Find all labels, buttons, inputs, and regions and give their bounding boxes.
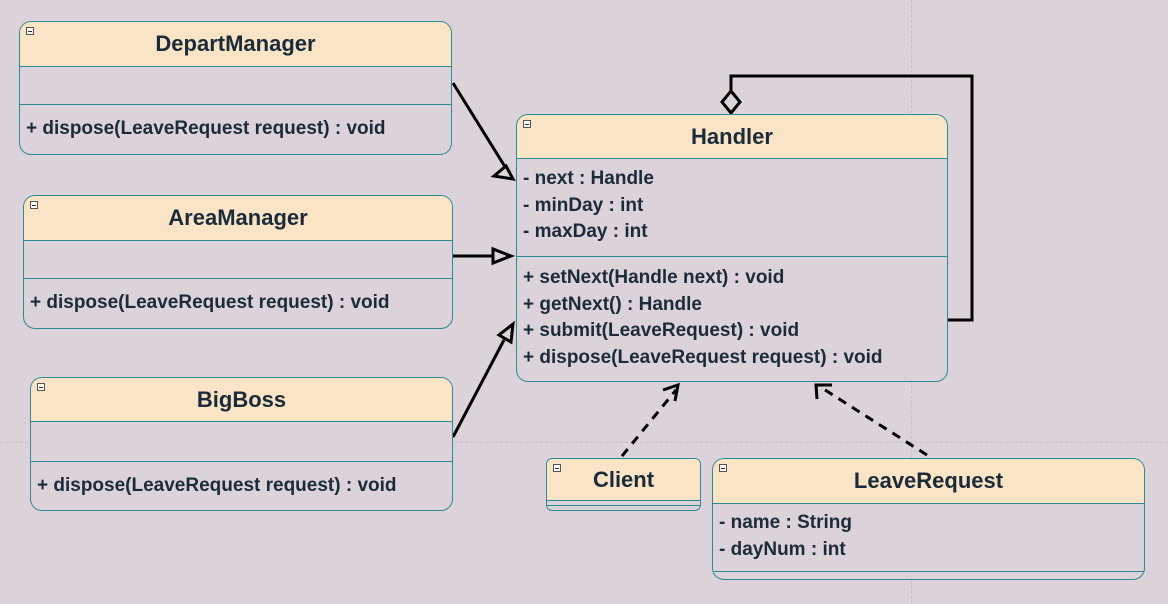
attributes-compartment: - next : Handle - minDay : int - maxDay … — [517, 159, 947, 257]
attribute-line: - name : String — [719, 512, 853, 533]
edge-client-handler-dependency[interactable] — [620, 389, 678, 457]
dependency-arrowhead — [814, 383, 832, 400]
class-box-leaverequest[interactable]: LeaveRequest - name : String - dayNum : … — [712, 458, 1145, 580]
methods-compartment: + dispose(LeaveRequest request) : void — [20, 105, 451, 143]
class-box-areamanager[interactable]: AreaManager + dispose(LeaveRequest reque… — [23, 195, 453, 329]
attributes-compartment — [31, 422, 452, 462]
attributes-compartment — [24, 241, 452, 279]
attribute-line: - dayNum : int — [719, 538, 846, 560]
attributes-compartment — [20, 67, 451, 105]
methods-compartment: + dispose(LeaveRequest request) : void — [24, 279, 452, 317]
collapse-toggle-icon[interactable] — [37, 383, 45, 391]
generalization-arrowhead — [491, 246, 516, 266]
class-name: AreaManager — [24, 196, 452, 241]
class-name: Handler — [517, 115, 947, 159]
method-line: + dispose(LeaveRequest request) : void — [30, 292, 390, 313]
method-line: + dispose(LeaveRequest request) : void — [37, 475, 397, 496]
class-box-bigboss[interactable]: BigBoss + dispose(LeaveRequest request) … — [30, 377, 453, 511]
attribute-line: - maxDay : int — [523, 221, 648, 242]
class-name: BigBoss — [31, 378, 452, 422]
edge-handler-self-aggregation[interactable] — [729, 74, 974, 322]
collapse-toggle-icon[interactable] — [719, 464, 727, 472]
class-box-departmanager[interactable]: DepartManager + dispose(LeaveRequest req… — [19, 21, 452, 155]
attribute-line: - next : Handle — [523, 168, 654, 189]
class-name: LeaveRequest — [713, 459, 1144, 504]
edge-leaverequest-handler-dependency[interactable] — [821, 386, 928, 457]
method-line: + getNext() : Handle — [523, 293, 702, 315]
attribute-line: - minDay : int — [523, 194, 644, 216]
collapse-toggle-icon[interactable] — [523, 120, 531, 128]
collapse-toggle-icon[interactable] — [553, 464, 561, 472]
class-box-handler[interactable]: Handler - next : Handle - minDay : int -… — [516, 114, 948, 382]
methods-compartment: + setNext(Handle next) : void + getNext(… — [517, 257, 947, 371]
method-line: + dispose(LeaveRequest request) : void — [26, 118, 386, 139]
method-line: + setNext(Handle next) : void — [523, 267, 785, 288]
method-line: + submit(LeaveRequest) : void — [523, 320, 800, 341]
collapse-toggle-icon[interactable] — [26, 27, 34, 35]
guide-line-horizontal — [0, 442, 1168, 443]
generalization-arrowhead — [490, 163, 516, 181]
class-box-client[interactable]: Client — [546, 458, 701, 511]
methods-compartment: + dispose(LeaveRequest request) : void — [31, 462, 452, 500]
attributes-compartment — [547, 501, 700, 506]
class-name: DepartManager — [20, 22, 451, 67]
collapse-toggle-icon[interactable] — [30, 201, 38, 209]
edge-bigboss-handler[interactable] — [451, 339, 506, 438]
attributes-compartment: - name : String - dayNum : int — [713, 504, 1144, 572]
aggregation-diamond — [720, 88, 742, 116]
generalization-arrowhead — [496, 320, 515, 345]
method-line: + dispose(LeaveRequest request) : void — [523, 346, 883, 368]
edge-departmanager-handler[interactable] — [451, 82, 514, 179]
dependency-arrowhead — [662, 382, 680, 402]
class-name: Client — [547, 459, 700, 501]
